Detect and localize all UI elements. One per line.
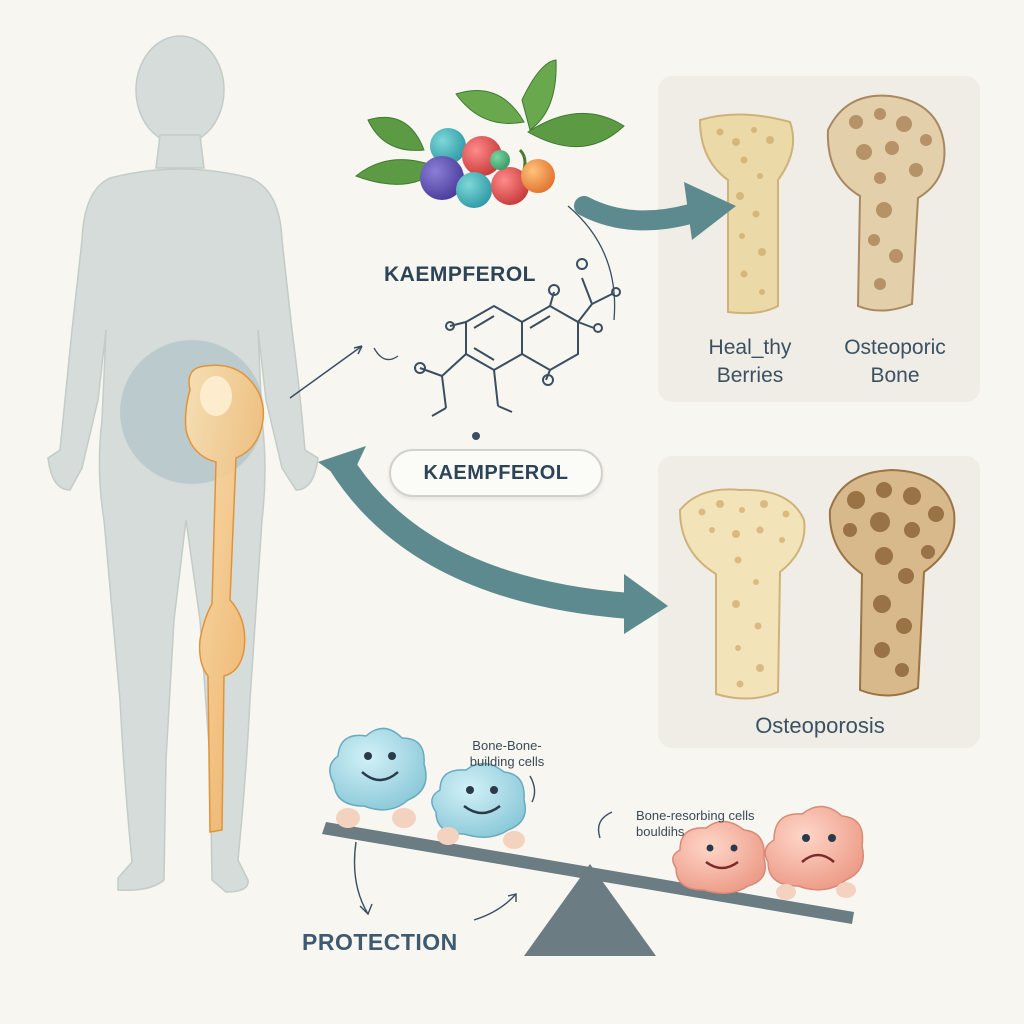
healthy-bone-lower-illustration	[678, 488, 806, 700]
bone-resorbing-cell-1	[672, 820, 766, 894]
human-body-silhouette	[47, 35, 319, 893]
osteoporosis-label: Osteoporosis	[755, 713, 885, 738]
arrow-body-to-osteoporosis	[318, 446, 668, 634]
protection-label: PROTECTION	[302, 929, 458, 955]
bone-building-cells-label: Bone-Bone- building cells	[469, 738, 545, 769]
kaempferol-title: KAEMPFEROL	[384, 263, 536, 286]
healthy-bone-illustration	[698, 113, 795, 315]
berries-and-leaves-illustration	[355, 59, 625, 208]
bone-building-cell-2	[431, 762, 526, 849]
bone-resorbing-cell-2	[764, 805, 864, 900]
bone-resorbing-cells-label: Bone-resorbing cells bouldihs	[636, 808, 755, 839]
osteoporotic-bone-lower-illustration	[828, 468, 956, 697]
osteoporotic-bone-label: Osteoporic Bone	[844, 336, 946, 387]
healthy-berries-label: Heal_thy Berries	[708, 336, 792, 387]
seesaw-balance	[322, 822, 854, 956]
highlighted-femur-bone	[184, 364, 265, 833]
annotation-arrows	[353, 775, 613, 921]
osteoporosis-panel	[658, 456, 980, 748]
kaempferol-molecule-structure	[289, 205, 621, 440]
arrow-berries-to-bone	[574, 182, 736, 240]
bone-building-cell-1	[329, 727, 427, 828]
healthy-vs-osteoporotic-panel	[658, 76, 980, 402]
kaempferol-badge: KAEMPFEROL	[389, 449, 603, 497]
